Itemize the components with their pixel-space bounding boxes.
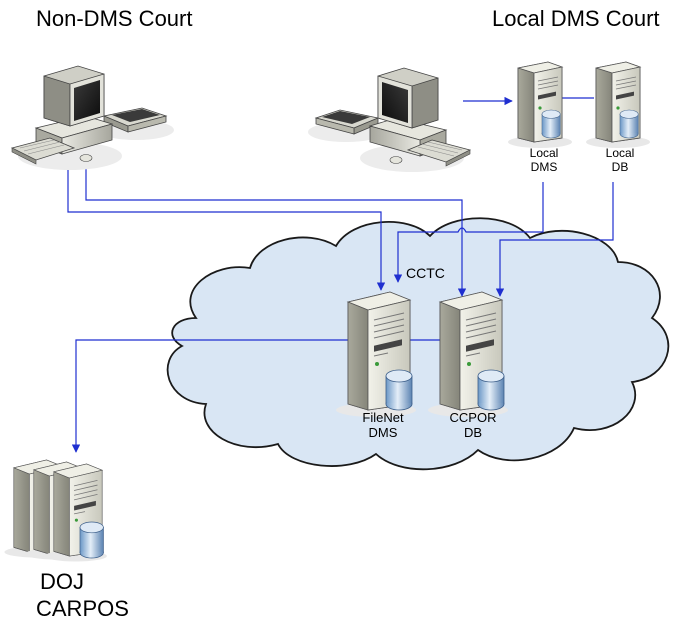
local-db-label-line2: DB <box>611 160 629 174</box>
connector-local-dms-to-filenet <box>393 182 544 283</box>
doj-carpos-label: DOJ CARPOS <box>36 568 129 622</box>
non-dms-workstation-icon <box>11 65 175 171</box>
local-dms-label-line1: Local <box>529 146 559 160</box>
doj-carpos-label-line1: DOJ <box>40 569 84 594</box>
non-dms-court-title: Non-DMS Court <box>36 6 193 31</box>
connector-local-db-to-ccpor <box>495 182 614 297</box>
filenet-dms-label: FileNet DMS <box>355 410 411 440</box>
local-dms-workstation-icon <box>307 67 471 173</box>
connector-nondms-to-filenet <box>67 134 386 291</box>
cctc-label: CCTC <box>406 265 445 281</box>
local-db-label: Local DB <box>600 146 640 174</box>
connector-ccpor-to-doj <box>71 339 440 453</box>
cctc-cloud <box>166 217 670 471</box>
local-dms-court-title: Local DMS Court <box>492 6 660 31</box>
ccpor-db-server-icon <box>427 291 509 418</box>
ccpor-db-label-line2: DB <box>463 425 483 440</box>
filenet-dms-label-line1: FileNet <box>362 410 404 425</box>
filenet-dms-server-icon <box>335 291 417 418</box>
local-dms-label-line2: DMS <box>530 160 558 174</box>
doj-carpos-server-stack-icon <box>4 459 108 562</box>
doj-carpos-label-line2: CARPOS <box>36 596 129 621</box>
local-dms-server-icon <box>507 61 573 149</box>
local-db-server-icon <box>585 61 651 149</box>
local-dms-label: Local DMS <box>524 146 564 174</box>
ccpor-db-label-line1: CCPOR <box>449 410 497 425</box>
ccpor-db-label: CCPOR DB <box>443 410 503 440</box>
local-db-label-line1: Local <box>605 146 635 160</box>
filenet-dms-label-line2: DMS <box>368 425 398 440</box>
